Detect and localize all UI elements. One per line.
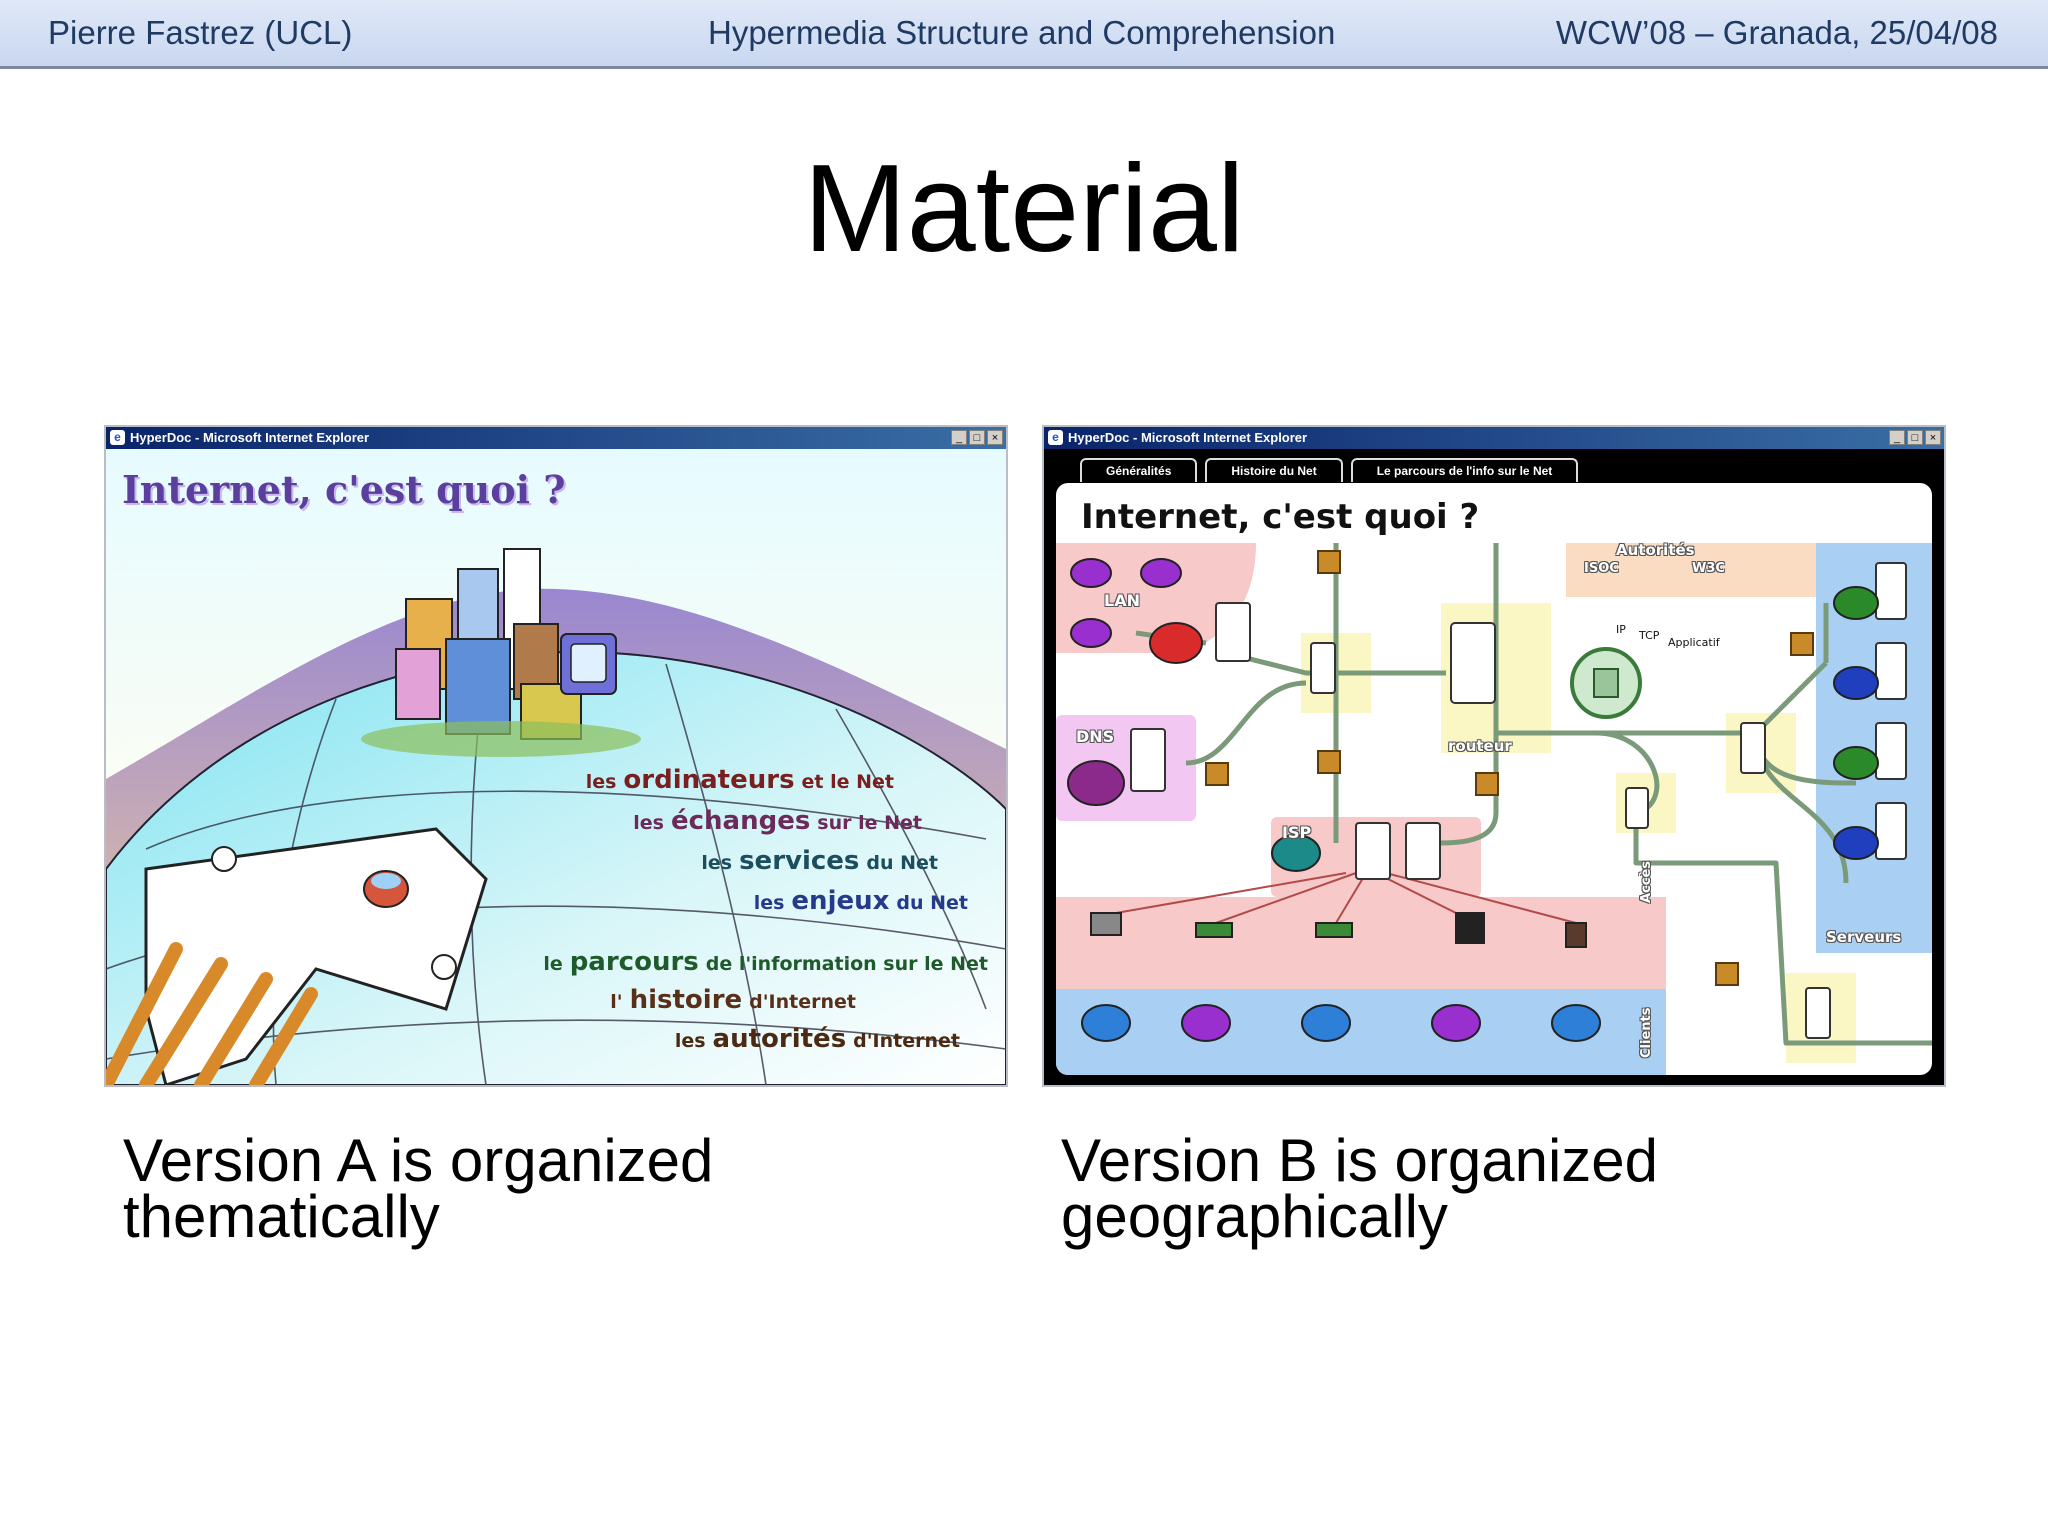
- maximize-icon[interactable]: □: [969, 430, 985, 445]
- link-prefix: l': [610, 991, 623, 1013]
- label-tcp: TCP: [1639, 629, 1660, 642]
- ie-logo-icon: e: [110, 430, 125, 445]
- window-title: HyperDoc - Microsoft Internet Explorer: [1068, 430, 1308, 445]
- link-parcours[interactable]: le parcours de l'information sur le Net: [543, 947, 988, 977]
- version-b-page: Généralités Histoire du Net Le parcours …: [1044, 449, 1944, 1085]
- minimize-icon[interactable]: _: [951, 430, 967, 445]
- tab-bar: Généralités Histoire du Net Le parcours …: [1080, 458, 1579, 482]
- link-suffix: sur le Net: [817, 812, 922, 834]
- window-controls: _ □ ×: [951, 430, 1003, 445]
- network-map: [1056, 543, 1932, 1075]
- slide-header: Pierre Fastrez (UCL) Hypermedia Structur…: [0, 0, 2048, 69]
- city-cluster: [361, 548, 641, 757]
- label-isp[interactable]: ISP: [1282, 823, 1312, 842]
- header-talk-title: Hypermedia Structure and Comprehension: [708, 14, 1336, 51]
- ie-title-bar: e HyperDoc - Microsoft Internet Explorer…: [1044, 427, 1944, 449]
- slide-title: Material: [803, 140, 1245, 278]
- version-b-screenshot: e HyperDoc - Microsoft Internet Explorer…: [1042, 425, 1946, 1087]
- ie-logo-icon: e: [1048, 430, 1063, 445]
- label-acces[interactable]: Accès: [1639, 860, 1654, 903]
- version-b-caption: Version B is organized geographically: [1061, 1127, 1659, 1250]
- header-venue-date: WCW’08 – Granada, 25/04/08: [1555, 14, 1998, 51]
- plane-illustration: [106, 827, 488, 1085]
- link-suffix: et le Net: [801, 771, 894, 793]
- label-routeur[interactable]: routeur: [1448, 737, 1512, 755]
- link-prefix: les: [674, 1030, 706, 1052]
- label-dns[interactable]: DNS: [1076, 727, 1115, 746]
- link-echanges[interactable]: les échanges sur le Net: [633, 806, 922, 836]
- label-clients[interactable]: Clients: [1639, 1007, 1654, 1058]
- caption-line: geographically: [1061, 1183, 1448, 1250]
- label-isoc[interactable]: ISOC: [1584, 561, 1619, 576]
- tab-histoire[interactable]: Histoire du Net: [1205, 458, 1343, 482]
- link-keyword: autorités: [712, 1024, 847, 1054]
- close-icon[interactable]: ×: [1925, 430, 1941, 445]
- link-prefix: le: [543, 953, 563, 975]
- link-keyword: échanges: [670, 806, 811, 836]
- ie-title-bar: e HyperDoc - Microsoft Internet Explorer…: [106, 427, 1006, 449]
- caption-line: Version A is organized: [123, 1127, 714, 1194]
- version-a-caption: Version A is organized thematically: [123, 1127, 714, 1250]
- link-keyword: histoire: [629, 985, 743, 1015]
- link-ordinateurs[interactable]: les ordinateurs et le Net: [586, 765, 894, 795]
- link-keyword: parcours: [569, 947, 699, 977]
- link-prefix: les: [701, 852, 733, 874]
- link-enjeux[interactable]: les enjeux du Net: [754, 886, 968, 916]
- link-suffix: du Net: [896, 892, 968, 914]
- link-suffix: de l'information sur le Net: [705, 953, 988, 975]
- close-icon[interactable]: ×: [987, 430, 1003, 445]
- link-prefix: les: [585, 771, 617, 793]
- link-services[interactable]: les services du Net: [701, 846, 938, 876]
- label-autorites[interactable]: Autorités: [1616, 541, 1695, 559]
- minimize-icon[interactable]: _: [1889, 430, 1905, 445]
- link-keyword: enjeux: [791, 886, 890, 916]
- link-keyword: ordinateurs: [623, 765, 795, 795]
- label-applicatif: Applicatif: [1668, 636, 1720, 649]
- maximize-icon[interactable]: □: [1907, 430, 1923, 445]
- link-suffix: du Net: [866, 852, 938, 874]
- link-autorites[interactable]: les autorités d'Internet: [675, 1024, 960, 1054]
- caption-line: Version B is organized: [1061, 1127, 1659, 1194]
- label-serveurs[interactable]: Serveurs: [1826, 928, 1902, 946]
- tab-parcours[interactable]: Le parcours de l'info sur le Net: [1350, 458, 1579, 482]
- link-suffix: d'Internet: [749, 991, 856, 1013]
- network-map-panel: Internet, c'est quoi ? LAN DNS ISP route…: [1056, 483, 1932, 1075]
- label-w3c[interactable]: W3C: [1692, 561, 1725, 576]
- link-histoire[interactable]: l' histoire d'Internet: [610, 985, 856, 1015]
- window-controls: _ □ ×: [1889, 430, 1941, 445]
- label-lan[interactable]: LAN: [1104, 591, 1140, 610]
- version-a-screenshot: e HyperDoc - Microsoft Internet Explorer…: [104, 425, 1008, 1087]
- window-title: HyperDoc - Microsoft Internet Explorer: [130, 430, 370, 445]
- link-keyword: services: [739, 846, 860, 876]
- link-prefix: les: [633, 812, 664, 834]
- header-author: Pierre Fastrez (UCL): [48, 14, 353, 51]
- version-b-heading: Internet, c'est quoi ?: [1081, 497, 1480, 537]
- label-ip: IP: [1616, 623, 1626, 636]
- tab-generalites[interactable]: Généralités: [1080, 458, 1198, 482]
- version-a-heading: Internet, c'est quoi ?: [122, 467, 566, 512]
- version-a-page: Internet, c'est quoi ? les ordinateurs e…: [106, 449, 1006, 1085]
- link-suffix: d'Internet: [853, 1030, 960, 1052]
- link-prefix: les: [753, 892, 785, 914]
- caption-line: thematically: [123, 1183, 440, 1250]
- globe-illustration: [106, 548, 1006, 1085]
